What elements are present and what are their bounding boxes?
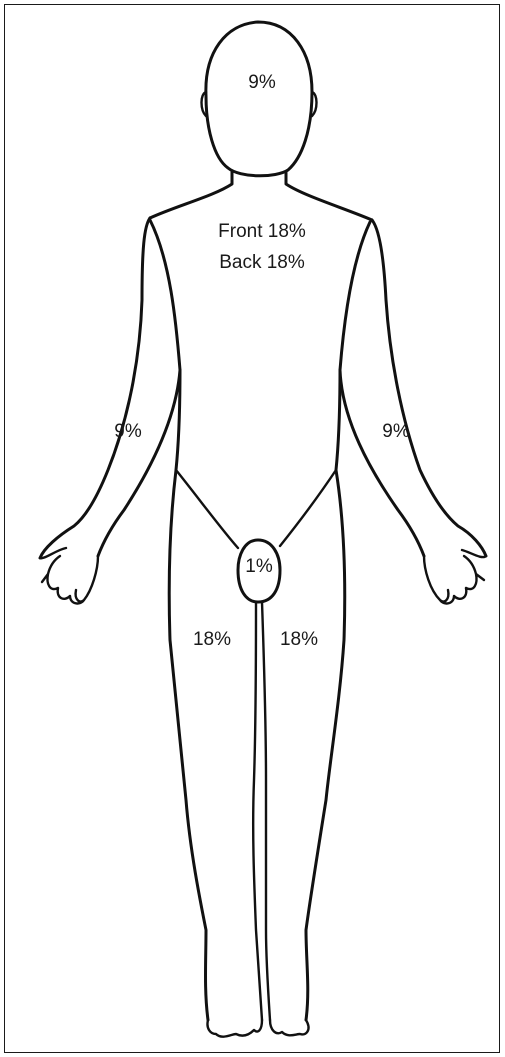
right-inner-leg [253, 602, 262, 1020]
right-hand [40, 548, 98, 603]
left-arm-outer [372, 220, 486, 556]
left-hand [424, 550, 486, 603]
left-foot [270, 1020, 308, 1035]
neck-left-shoulder [286, 172, 372, 220]
left-leg-percent-label: 18% [280, 628, 318, 652]
left-groin-line [280, 470, 336, 546]
right-leg-percent-label: 18% [193, 628, 231, 652]
left-inner-leg [262, 602, 270, 1020]
left-arm-inner [340, 222, 424, 556]
right-torso-side [169, 370, 208, 1020]
head-percent-label: 9% [248, 71, 275, 95]
head-outline [206, 22, 312, 176]
neck-right-shoulder [150, 172, 232, 218]
trunk-back-label: Back 18% [219, 251, 305, 275]
left-arm-percent-label: 9% [382, 420, 409, 444]
perineum-percent-label: 1% [245, 555, 272, 579]
right-arm-outer [40, 218, 150, 558]
trunk-front-label: Front 18% [218, 220, 306, 244]
right-arm-inner [98, 220, 180, 556]
left-torso-side [306, 370, 345, 1020]
right-arm-percent-label: 9% [114, 420, 141, 444]
right-groin-line [176, 470, 238, 548]
right-foot [207, 1020, 262, 1037]
